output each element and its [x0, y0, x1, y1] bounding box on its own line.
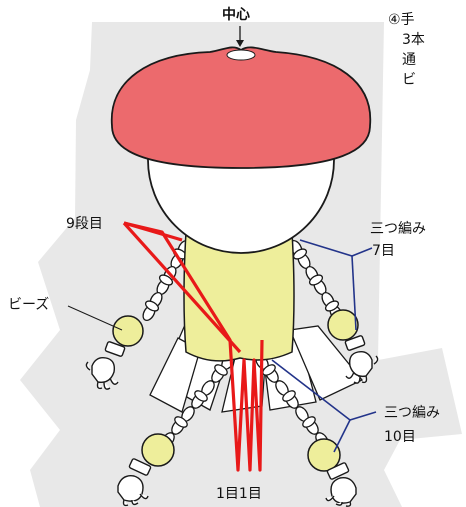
- center-arrowhead: [236, 40, 244, 47]
- hat: [110, 46, 372, 169]
- right-hand-icon: [344, 335, 379, 384]
- blue-guide-lines: [271, 239, 377, 453]
- red-guide-lines: [122, 221, 264, 472]
- note-line-1: ④手: [388, 12, 415, 28]
- label-braid-leg-count: 10目: [384, 429, 416, 445]
- label-braid-arm-count: 7目: [372, 243, 395, 259]
- label-braid-arm-title: 三つ編み: [370, 221, 426, 237]
- hat-center: [226, 49, 256, 61]
- left-hand-icon: [85, 341, 126, 390]
- note-line-4: ビ: [402, 72, 416, 88]
- label-bottom: 1目1目: [216, 486, 262, 502]
- label-center: 中心: [222, 7, 250, 23]
- bead-left-leg: [141, 433, 175, 467]
- label-braid-leg-title: 三つ編み: [384, 405, 440, 421]
- body: [183, 231, 295, 362]
- note-line-3: 通: [402, 52, 416, 68]
- bead-left-arm: [112, 315, 144, 347]
- instruction-note: ④手 3本 通 ビ: [388, 10, 425, 90]
- bead-right-leg: [307, 438, 341, 472]
- beads-pointer: [67, 305, 123, 331]
- note-line-2: 3本: [402, 32, 425, 48]
- label-beads: ビーズ: [8, 297, 50, 313]
- right-foot-icon: [325, 462, 357, 507]
- left-foot-icon: [117, 458, 152, 507]
- label-rows-9: 9段目: [66, 216, 103, 232]
- bead-right-arm: [327, 309, 359, 341]
